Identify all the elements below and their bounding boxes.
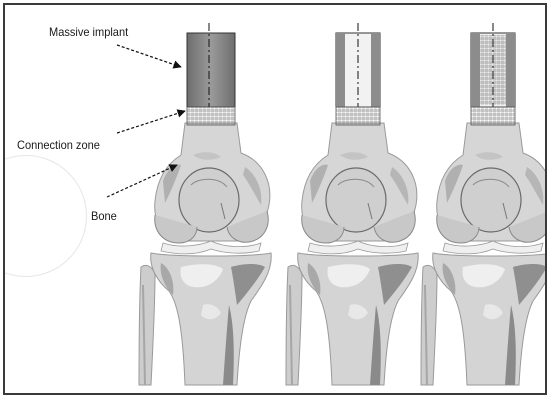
panel-3-knee [421,23,547,385]
panel-2-knee [286,23,418,385]
bone-label: Bone [91,209,117,223]
figure-frame: Massive implant Connection zone Bone [3,3,547,395]
connection-arrow [117,111,185,133]
implant-arrow [117,45,181,67]
connection-zone-label: Connection zone [17,138,100,152]
massive-implant-label: Massive implant [49,25,128,39]
panel-1-knee [139,23,271,385]
knee-implant-diagram [5,5,547,395]
